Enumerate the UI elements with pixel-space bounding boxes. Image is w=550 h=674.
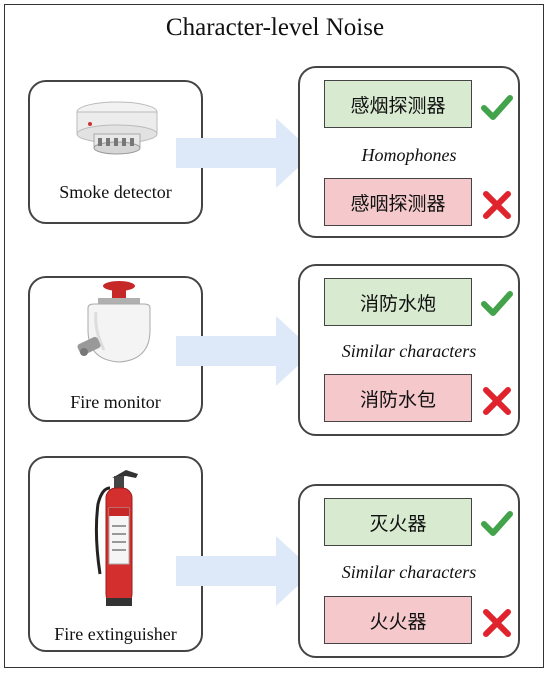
check-icon: [481, 95, 513, 120]
correct-term: 感烟探测器: [324, 80, 472, 128]
fire-extinguisher-icon: [94, 470, 138, 606]
result-card-homophones: 感烟探测器 Homophones 感咽探测器: [298, 66, 520, 238]
object-label: Fire monitor: [70, 392, 161, 412]
object-card-smoke-detector: Smoke detector: [28, 80, 203, 224]
cross-icon: [483, 387, 511, 415]
arrow-2: [176, 316, 314, 386]
correct-term: 消防水炮: [324, 278, 472, 326]
noise-type-label: Similar characters: [341, 341, 477, 361]
wrong-term: 火火器: [324, 596, 472, 644]
result-card-similar-1: 消防水炮 Similar characters 消防水包: [298, 264, 520, 436]
result-card-similar-2: 灭火器 Similar characters 火火器: [298, 484, 520, 658]
smoke-detector-icon: [76, 101, 158, 155]
wrong-term: 感咽探测器: [324, 178, 472, 226]
arrow-1: [176, 118, 314, 188]
cross-icon: [483, 191, 511, 219]
noise-type-label: Similar characters: [341, 562, 477, 582]
check-icon: [481, 511, 513, 536]
object-label: Fire extinguisher: [54, 624, 177, 644]
noise-type-label: Homophones: [361, 145, 457, 165]
object-card-fire-monitor: Fire monitor: [28, 276, 203, 422]
cross-icon: [483, 609, 511, 637]
figure-title: Character-level Noise: [165, 14, 385, 41]
correct-term: 灭火器: [324, 498, 472, 546]
object-label: Smoke detector: [59, 182, 172, 202]
arrow-3: [176, 536, 314, 606]
object-card-fire-extinguisher: Fire extinguisher: [28, 456, 203, 652]
check-icon: [481, 291, 513, 316]
wrong-term: 消防水包: [324, 374, 472, 422]
fire-monitor-icon: [77, 281, 151, 363]
